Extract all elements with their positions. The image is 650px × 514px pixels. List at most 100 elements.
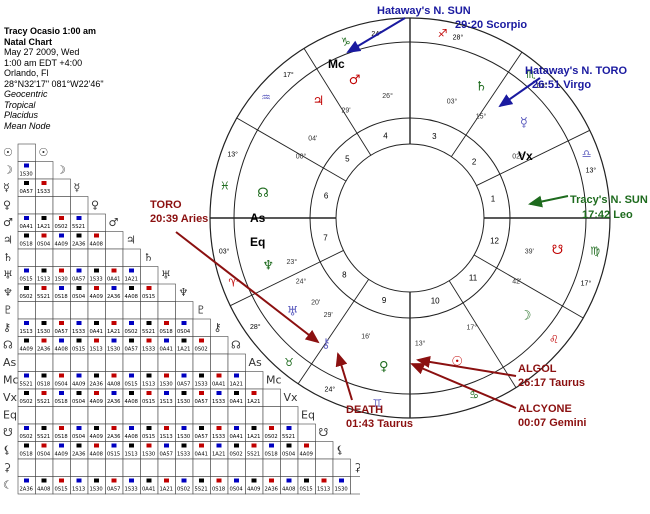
aspect-glyph [216,443,222,448]
aspect-orb: 4A09 [55,452,68,458]
aspect-orb: 4A09 [90,294,103,300]
aspect-orb: 0S18 [37,382,50,388]
grid-row-glyph: ♀ [3,199,11,212]
aspect-glyph [41,321,47,325]
aspect-orb: 0S02 [20,294,33,300]
house-number: 1 [491,195,496,204]
aspect-orb: 0A57 [20,189,33,195]
zodiac-sign-glyph: ♏ [526,68,536,81]
aspect-glyph [181,338,187,343]
aspect-orb: 5S21 [247,452,260,458]
house-number: 8 [342,270,347,279]
aspect-orb: 4A08 [90,452,103,458]
grid-diagonal-glyph: Eq [301,409,315,422]
aspect-glyph [41,268,47,273]
aspect-glyph [76,338,82,343]
aspect-glyph [129,443,134,448]
aspect-glyph [94,338,99,343]
aspect-orb: 0S02 [230,452,243,458]
ascendant-label: As [250,211,266,225]
grid-diagonal-glyph: ☋ [319,426,329,439]
tracy-sun-annotation: Tracy's N. SUN 17:42 Leo [528,194,648,221]
chart-geocentric: Geocentric [4,89,48,99]
aspect-glyph [76,233,82,238]
aspect-orb: 5S21 [37,399,50,405]
aspect-glyph [199,478,204,483]
aspect-orb: 5S21 [195,487,208,493]
grid-row-glyph: ☉ [3,146,13,159]
aspect-orb: 1S33 [212,434,225,440]
zodiac-sign-glyph: ♐ [438,27,448,40]
aspect-glyph [181,391,187,395]
aspect-glyph [304,443,309,448]
aspect-orb: 1S33 [72,329,85,335]
aspect-orb: 5S21 [282,434,295,440]
aspect-glyph [129,321,134,325]
grid-row-glyph: ⚳ [3,461,11,474]
aspect-glyph [94,286,99,290]
chart-coords: 28°N32'17" 081°W22'46" [4,78,104,89]
aspect-glyph [234,443,239,448]
aspect-glyph [94,478,99,483]
chart-node-type: Mean Node [4,120,51,131]
aspect-glyph [41,426,47,430]
aspect-glyph [76,391,82,395]
aspect-orb: 1S33 [125,487,138,493]
aspect-orb: 0S15 [55,487,68,493]
aspect-orb: 0S15 [72,347,85,353]
aspect-glyph [59,233,64,238]
aspect-glyph [286,443,292,448]
planet-glyph: ☊ [257,186,269,201]
aspect-orb: 0S04 [72,399,86,405]
house-number: 6 [324,192,329,201]
cusp-degree-label: 28° [250,323,261,331]
house-cusp-line [303,48,372,156]
aspect-glyph [111,321,117,325]
zodiac-sign-glyph: ♉ [284,356,294,369]
aspect-glyph [59,391,64,395]
aspect-glyph [146,338,152,343]
aspect-orb: 0A57 [160,452,173,458]
aspect-glyph [41,338,47,343]
aspect-glyph [24,181,29,185]
aspect-orb: 2A36 [72,452,85,458]
zodiac-sign-glyph: ♍ [590,245,600,258]
aspect-orb: 0S18 [20,452,33,458]
aspect-orb: 4A08 [90,242,103,248]
grid-row-glyph: As [3,356,17,369]
aspect-orb: 1S13 [125,452,138,458]
aspect-glyph [181,478,187,483]
aspect-orb: 4A09 [72,382,85,388]
aspect-orb: 1S33 [195,382,208,388]
aspect-glyph [76,478,82,483]
alcyone-line1: ALCYONE [518,403,572,415]
zodiac-sign-glyph: ♋ [469,389,479,402]
aspect-orb: 4A09 [90,434,103,440]
cusp-degree-label: 03° [537,82,548,90]
aspect-orb: 0A41 [142,487,155,493]
aspect-glyph [41,391,47,395]
aspect-glyph [24,216,29,220]
aspect-orb: 0A41 [195,452,208,458]
aspect-glyph [24,443,29,448]
house-cusp-line [476,129,590,186]
house-cusp-line [448,280,517,388]
aspect-orb: 4A08 [37,487,50,493]
aspect-glyph [304,478,309,483]
aspect-orb: 0A41 [20,224,33,230]
aspect-glyph [181,373,187,378]
aspect-orb: 1A21 [247,399,260,405]
death-arrow [335,352,353,401]
aspect-glyph [24,321,29,325]
zodiac-sign-glyph: ♒ [261,91,271,104]
aspect-glyph [59,478,64,483]
grid-row-glyph: ☿ [3,181,10,194]
grid-row-glyph: ♃ [3,234,13,247]
zodiac-sign-glyph: ♎ [582,148,592,161]
aspect-glyph [181,426,187,430]
aspect-orb: 0S04 [37,242,51,248]
zodiac-sign-glyph: ♑ [341,35,351,48]
aspect-orb: 4A09 [20,347,33,353]
aspect-glyph [59,426,64,430]
grid-row-glyph: Vx [3,391,18,404]
